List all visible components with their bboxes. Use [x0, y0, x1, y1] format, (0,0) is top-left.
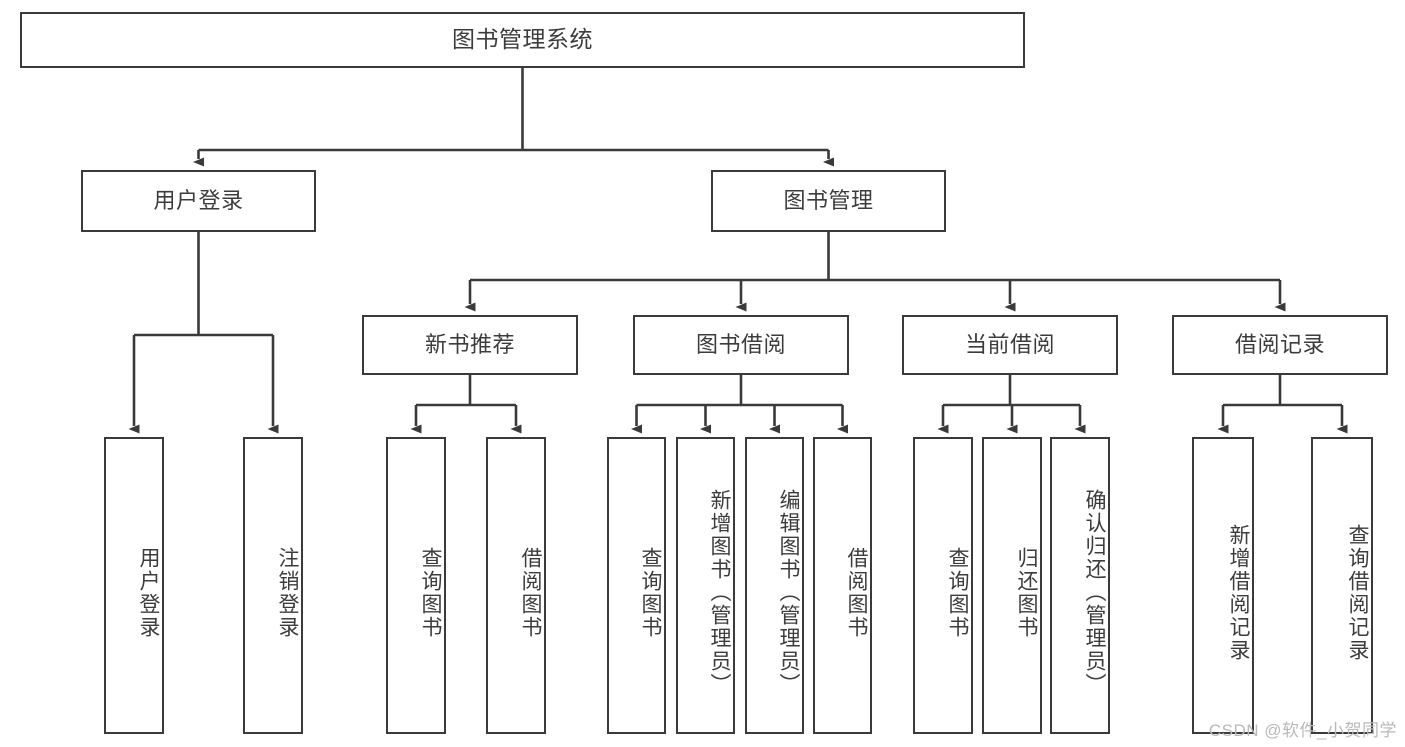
node-label: 图书管理	[783, 187, 874, 213]
leaf-add-borrowing-record[interactable]: 新增借阅记录	[1192, 437, 1254, 734]
node-label: 当前借阅	[964, 331, 1055, 357]
node-label: 用户登录	[137, 546, 160, 639]
node-current-borrowing[interactable]: 当前借阅	[902, 315, 1118, 375]
leaf-confirm-return-admin[interactable]: 确认归还（管理员）	[1050, 437, 1110, 734]
leaf-return-book[interactable]: 归还图书	[982, 437, 1042, 734]
leaf-query-book-current[interactable]: 查询图书	[913, 437, 973, 734]
leaf-query-book-recommendation[interactable]: 查询图书	[386, 437, 446, 734]
node-label: 确认归还（管理员）	[1083, 489, 1106, 696]
node-label: 图书管理系统	[452, 26, 593, 53]
node-book-management[interactable]: 图书管理	[711, 170, 946, 232]
leaf-user-login[interactable]: 用户登录	[104, 437, 164, 734]
node-label: 借阅图书	[519, 546, 542, 639]
node-label: 归还图书	[1015, 546, 1038, 639]
node-label: 编辑图书（管理员）	[777, 489, 800, 696]
node-label: 新书推荐	[424, 331, 515, 357]
node-label: 查询图书	[946, 546, 969, 639]
leaf-logout[interactable]: 注销登录	[243, 437, 303, 734]
node-label: 查询图书	[639, 546, 662, 639]
node-label: 注销登录	[276, 546, 299, 639]
node-new-book-recommendation[interactable]: 新书推荐	[362, 315, 578, 375]
node-label: 用户登录	[153, 187, 244, 213]
node-root[interactable]: 图书管理系统	[20, 12, 1025, 68]
leaf-query-borrowing-record[interactable]: 查询借阅记录	[1311, 437, 1373, 734]
node-label: 图书借阅	[695, 331, 786, 357]
leaf-borrow-book-borrowing[interactable]: 借阅图书	[813, 437, 872, 734]
node-user-login[interactable]: 用户登录	[81, 170, 316, 232]
node-label: 借阅记录	[1234, 331, 1325, 357]
node-label: 借阅图书	[845, 546, 868, 639]
leaf-query-book-borrowing[interactable]: 查询图书	[607, 437, 666, 734]
node-label: 新增借阅记录	[1227, 523, 1250, 662]
node-label: 新增图书（管理员）	[708, 489, 731, 696]
leaf-edit-book-admin[interactable]: 编辑图书（管理员）	[745, 437, 804, 734]
leaf-borrow-book-recommendation[interactable]: 借阅图书	[486, 437, 546, 734]
node-borrowing-records[interactable]: 借阅记录	[1172, 315, 1388, 375]
node-label: 查询借阅记录	[1346, 523, 1369, 662]
leaf-add-book-admin[interactable]: 新增图书（管理员）	[676, 437, 735, 734]
node-book-borrowing[interactable]: 图书借阅	[633, 315, 849, 375]
node-label: 查询图书	[419, 546, 442, 639]
